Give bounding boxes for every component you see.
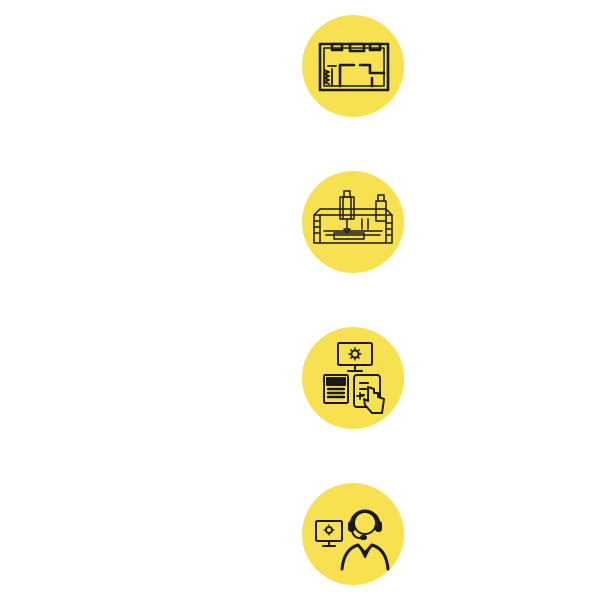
cnc-machine-icon	[302, 171, 404, 273]
floor-plan-badge	[302, 15, 404, 117]
floor-plan-icon	[302, 15, 404, 117]
control-panel-touch-icon	[302, 327, 404, 429]
control-panel-badge	[302, 327, 404, 429]
badge-circle	[302, 171, 404, 273]
support-operator-badge	[302, 483, 404, 585]
cnc-machine-badge	[302, 171, 404, 273]
support-operator-icon	[302, 483, 404, 585]
